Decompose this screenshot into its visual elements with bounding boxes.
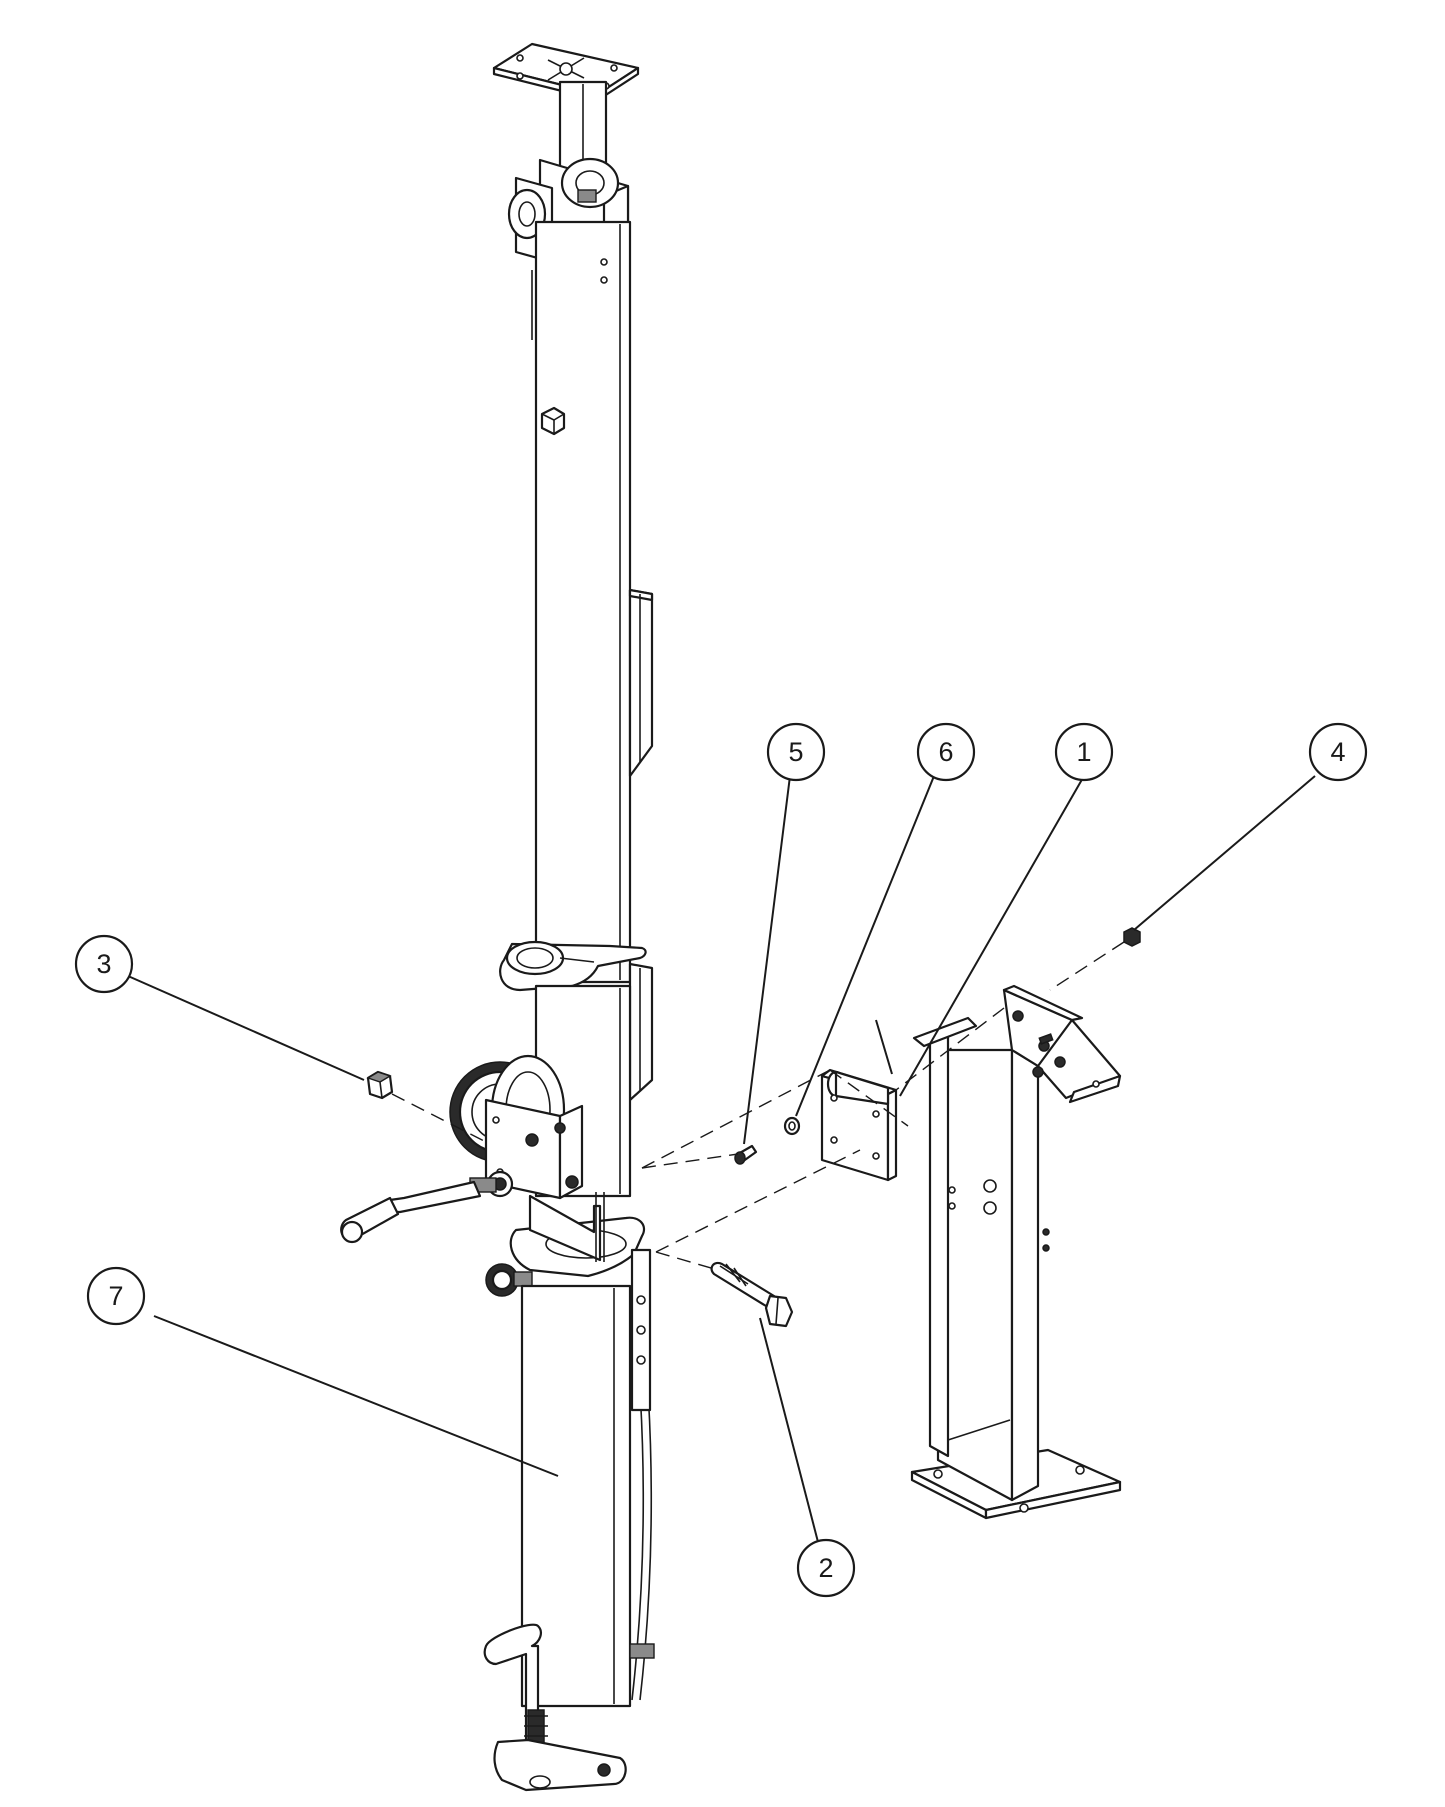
mast-foot-plate: [493, 1738, 627, 1792]
callout-3-label: 3: [96, 949, 111, 979]
callout-6-label: 6: [938, 737, 953, 767]
mast-hex-nut: [540, 406, 566, 436]
floor-stand-base: [910, 984, 1122, 1520]
callout-2-label: 2: [818, 1553, 833, 1583]
callout-5-label: 5: [788, 737, 803, 767]
assembly-lines: [391, 941, 1125, 1271]
leader-lines: [127, 775, 1316, 1543]
callout-3: 3: [74, 934, 134, 994]
hex-nut-part: [366, 1070, 394, 1100]
callout-7: 7: [86, 1266, 146, 1326]
long-bolt-part: [710, 1261, 794, 1328]
callout-1-label: 1: [1076, 737, 1091, 767]
washer-part: [783, 1116, 801, 1136]
callout-2: 2: [796, 1538, 856, 1598]
clamp-knob: [485, 1263, 533, 1297]
middle-collar: [499, 940, 647, 992]
upper-mast-tube: [531, 220, 632, 984]
lower-collar-clamp: [509, 1192, 646, 1278]
lower-side-guide: [628, 962, 654, 1102]
callout-6: 6: [916, 722, 976, 782]
callout-1: 1: [1054, 722, 1114, 782]
callout-4: 4: [1308, 722, 1368, 782]
callout-4-label: 4: [1330, 737, 1345, 767]
lower-mast-tube: [520, 1248, 655, 1708]
callout-7-label: 7: [108, 1281, 123, 1311]
small-nut-part: [1123, 927, 1141, 947]
upper-side-guide: [628, 588, 654, 778]
hinge-plate-part: [820, 1068, 898, 1182]
small-bolt-part: [734, 1144, 758, 1165]
callout-5: 5: [766, 722, 826, 782]
